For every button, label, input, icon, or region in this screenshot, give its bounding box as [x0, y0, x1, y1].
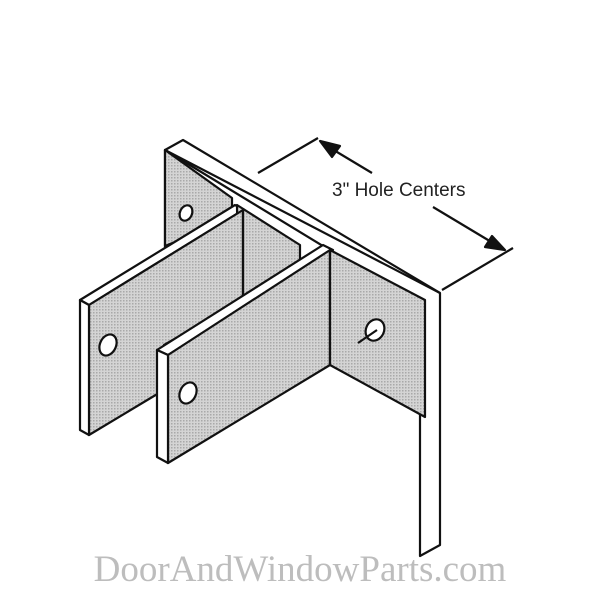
rear-ear-hole: [178, 204, 194, 222]
watermark-text: DoorAndWindowParts.com: [93, 549, 507, 590]
left-ear: [78, 203, 302, 437]
dimension-lines: [257, 137, 514, 291]
right-ear: [155, 243, 427, 465]
dimension-label: 3" Hole Centers: [332, 180, 466, 201]
